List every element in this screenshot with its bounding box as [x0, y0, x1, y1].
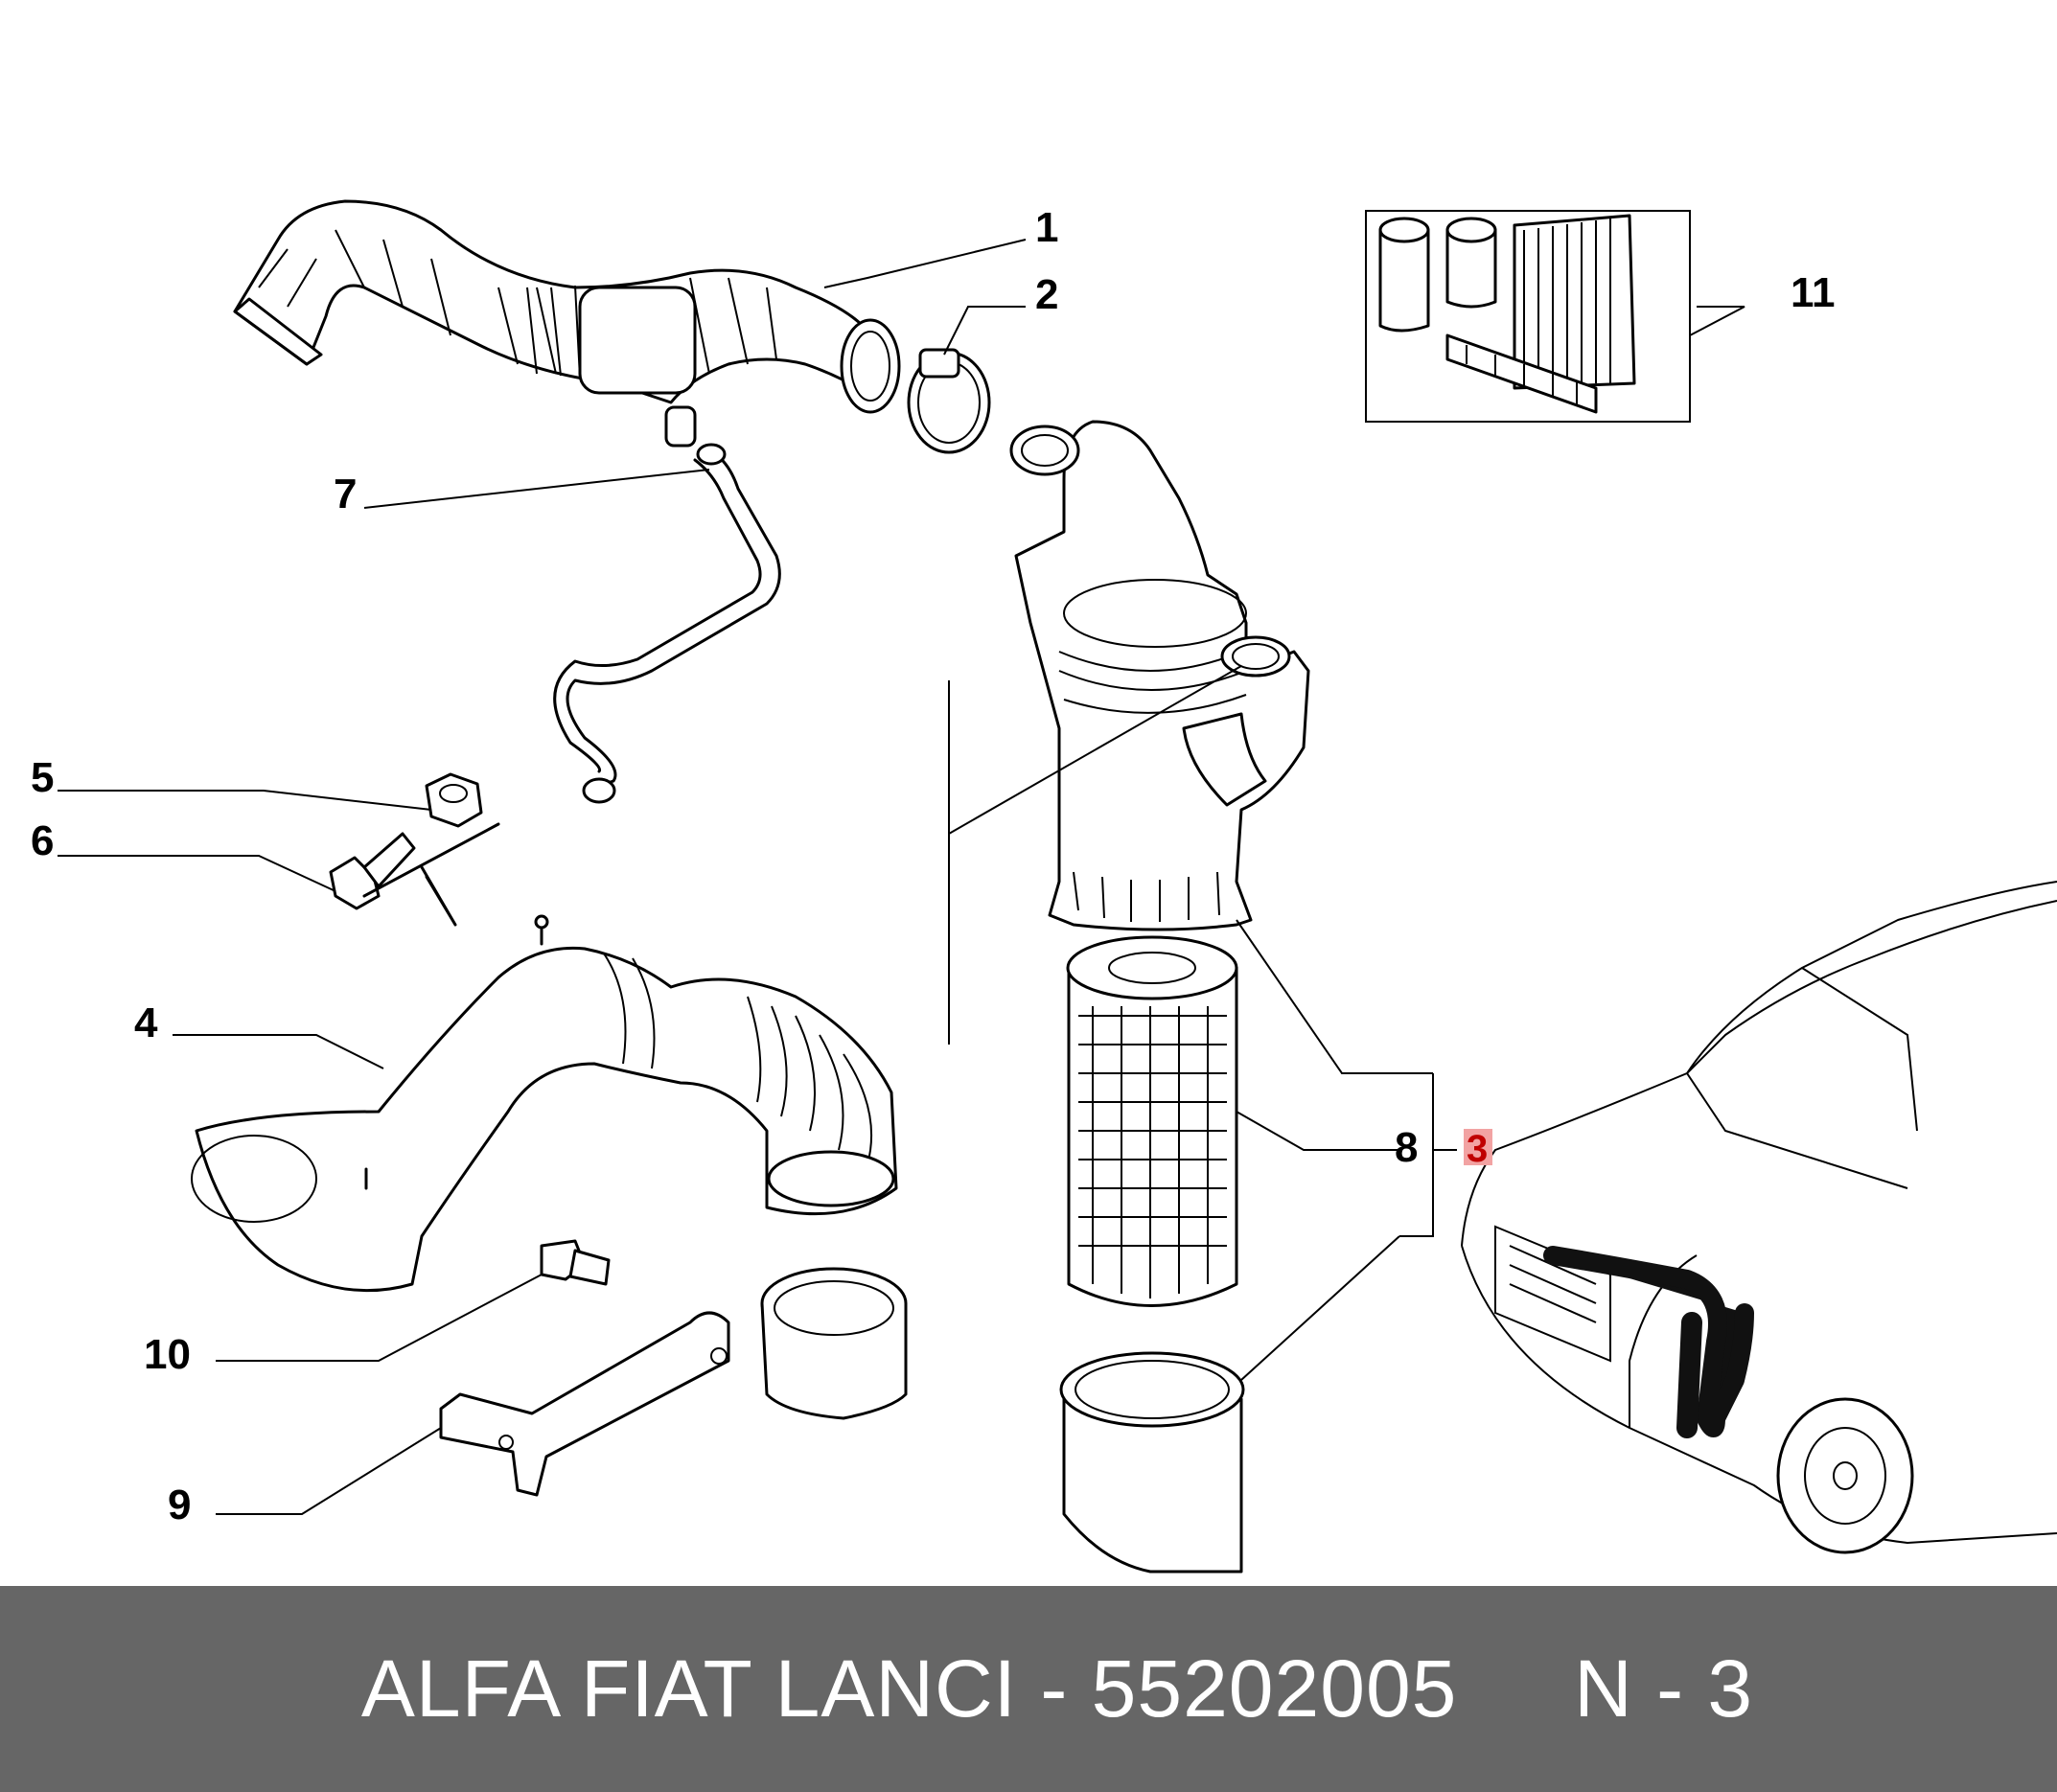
callout-5: 5: [31, 754, 54, 801]
callout-10: 10: [144, 1331, 191, 1378]
intake-duct-icon: [191, 914, 898, 1293]
callout-4: 4: [134, 999, 158, 1046]
breather-pipe-icon: [553, 443, 781, 804]
leader-lines: [58, 239, 1745, 1515]
callout-3: 3: [1467, 1128, 1488, 1170]
callout-7: 7: [334, 471, 357, 517]
bolt-icon: [540, 1239, 611, 1286]
callout-11: 11: [1791, 269, 1836, 316]
clamp-icon: [907, 348, 991, 454]
callout-9: 9: [168, 1482, 191, 1528]
nut-icon: [425, 772, 483, 828]
hose-icon: [233, 199, 901, 448]
highlight-box: [1464, 1129, 1492, 1165]
filter-cup-icon: [1059, 1351, 1245, 1574]
filter-kit-icon: [1365, 210, 1691, 423]
callout-1: 1: [1035, 204, 1058, 251]
bolt-icon: [329, 832, 416, 910]
callout-2: 2: [1035, 271, 1058, 318]
air-filter-housing-icon: [1009, 420, 1310, 931]
car-icon: [1461, 881, 2057, 1554]
callout-8: 8: [1395, 1124, 1418, 1171]
callout-6: 6: [31, 817, 54, 864]
footer-text: ALFA FIAT LANCI - 55202005 N - 3: [360, 1643, 1754, 1734]
exploded-view: 1 2 3 4 5 6 7 8 9 10 11: [31, 199, 2057, 1574]
bracket-icon: [439, 1267, 908, 1497]
part-number-footer: ALFA FIAT LANCI - 55202005 N - 3: [0, 1586, 2057, 1792]
filter-cartridge-icon: [1066, 935, 1238, 1307]
